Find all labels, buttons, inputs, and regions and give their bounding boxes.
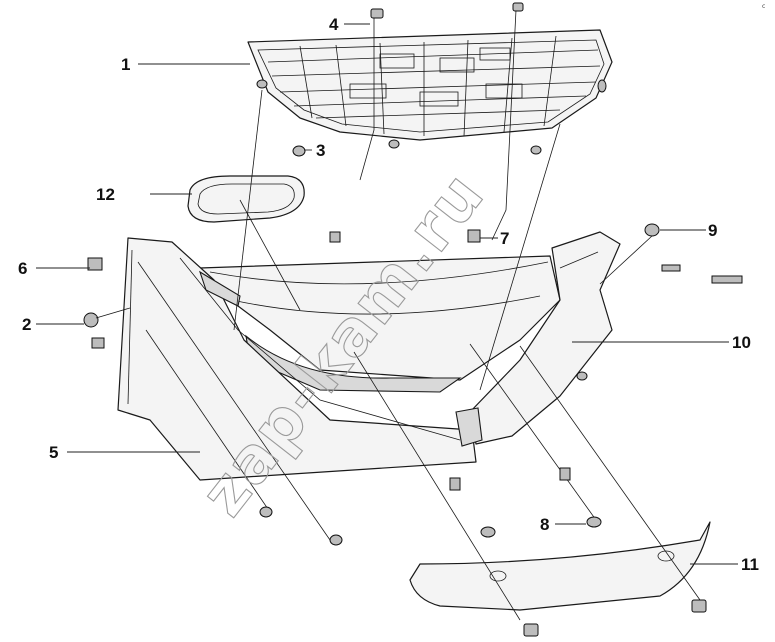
callout-2: 2 [22,315,31,334]
nut-icon [256,79,268,89]
nut-icon [388,139,400,149]
clip-icon [91,337,105,349]
corner-mark: c [762,3,765,10]
clip-icon [467,229,481,243]
callout-10: 10 [732,333,751,352]
part-12-trim-ring [187,175,305,223]
washer-icon [586,516,602,528]
nut-icon [597,79,607,93]
clip-icon [559,467,571,481]
callout-8: 8 [540,515,549,534]
callout-3: 3 [316,141,325,160]
bolt-icon [711,275,743,284]
callout-11: 11 [741,555,759,574]
callout-12: 12 [96,185,115,204]
pin-icon [661,264,681,272]
screw-icon [370,8,384,19]
callout-labels: 1 2 3 4 5 6 7 8 9 10 11 12 [18,15,759,574]
callout-9: 9 [708,221,717,240]
center-tray-panel [199,255,561,393]
clip-icon [449,477,461,491]
hardware [83,2,743,637]
part-11-lower-skirt [409,521,711,611]
screw-icon [512,2,524,12]
callout-leaders [36,23,738,565]
bolt-head-icon [83,312,99,328]
bolt-head-icon [523,623,539,637]
callout-7: 7 [500,229,509,248]
clip-icon [329,231,341,243]
part-1-grille [247,29,613,141]
callout-1: 1 [121,55,130,74]
clip-icon [87,257,103,271]
washer-icon [329,534,343,546]
cap-icon [644,223,660,237]
bolt-head-icon [691,599,707,613]
callout-4: 4 [329,15,339,34]
washer-icon [480,526,496,538]
callout-5: 5 [49,443,58,462]
washer-icon [576,371,588,381]
nut-icon [530,145,542,155]
part-10-right-bracket [455,231,621,447]
nut-icon [292,145,306,157]
washer-icon [259,506,273,518]
exploded-lines [137,9,701,621]
callout-6: 6 [18,259,27,278]
